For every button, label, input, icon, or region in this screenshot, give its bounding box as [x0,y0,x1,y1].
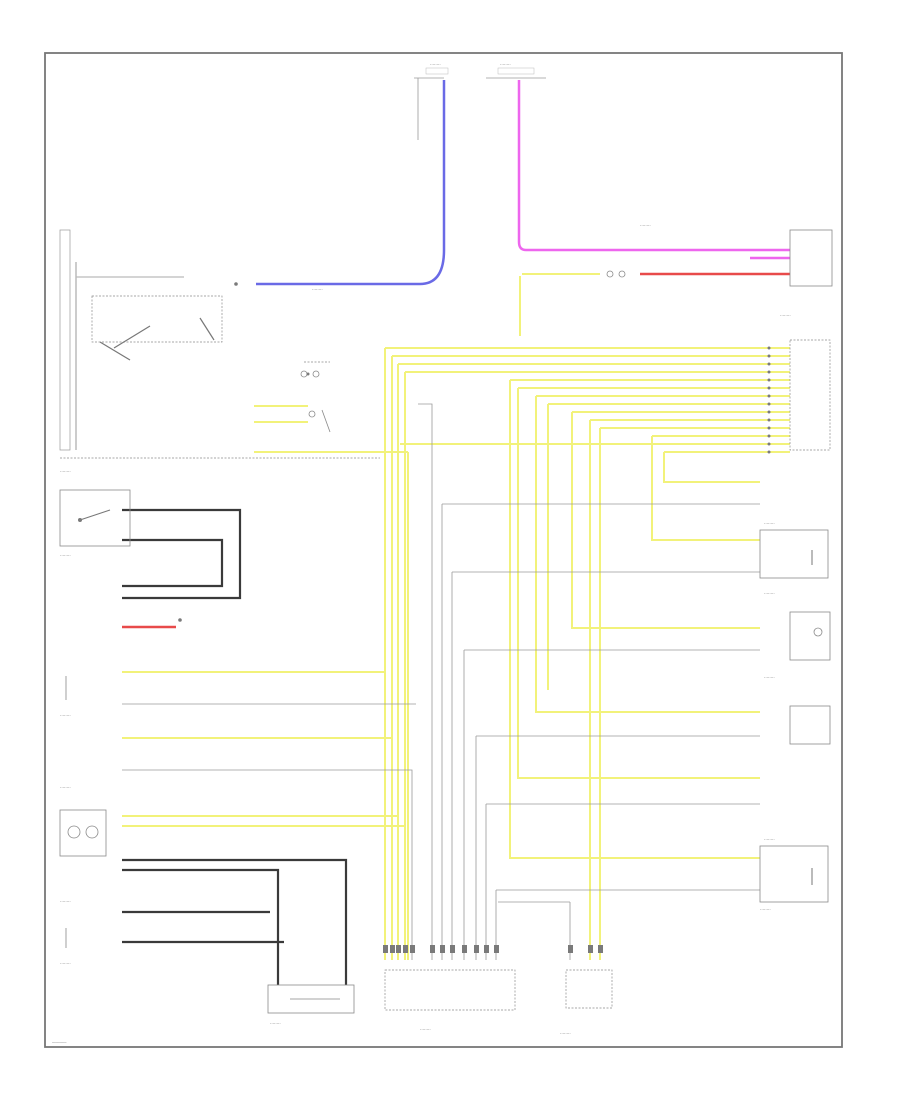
bottom-connectors [267,969,613,1014]
label-dash-d: ........ [640,222,651,227]
label-dash-s: ........ [560,1030,571,1035]
label-dash-i: ........ [764,590,775,595]
label-dash-m: ........ [60,712,71,717]
yellow-harness-left [122,405,408,827]
right-components [759,229,833,903]
light-switch [59,489,131,547]
illegible-labels: ........ ........ ........ ........ ....… [51,61,791,1043]
label-dash-p: ........ [60,960,71,965]
relay-switches-middle [300,270,626,433]
label-dash-r: ........ [420,1026,431,1031]
label-dash-k: ........ [764,836,775,841]
combination-switch [59,229,380,459]
yellow-harness-right [384,273,790,960]
label-dash-h: ........ [764,520,775,525]
blue-circuit-wire [256,80,446,286]
label-dash-q: ........ [270,1020,281,1025]
connector-pins [383,945,603,953]
label-dash-j: ........ [764,674,775,679]
top-fuse-connectors [414,67,546,140]
label-dash-c: ........ [312,286,323,291]
label-dash-g: ........ [60,552,71,557]
magenta-circuit-wire [517,80,790,260]
label-dash-b: ........ [500,61,511,66]
label-dash-l: ........ [760,906,771,911]
black-wires [122,508,348,985]
label-dash-n: ........ [60,784,71,789]
left-switch-stack [59,676,107,948]
diagram-border [44,52,843,1048]
label-dash-e: ........ [780,312,791,317]
label-dash-a: ........ [430,61,441,66]
label-dash-o: ........ [60,898,71,903]
terminal-dots [178,282,771,622]
red-circuit-wire [122,272,790,629]
label-dash-f: ........ [60,468,71,473]
label-fig-ref: ________ [51,1039,67,1043]
gray-signal-wires [122,403,760,960]
